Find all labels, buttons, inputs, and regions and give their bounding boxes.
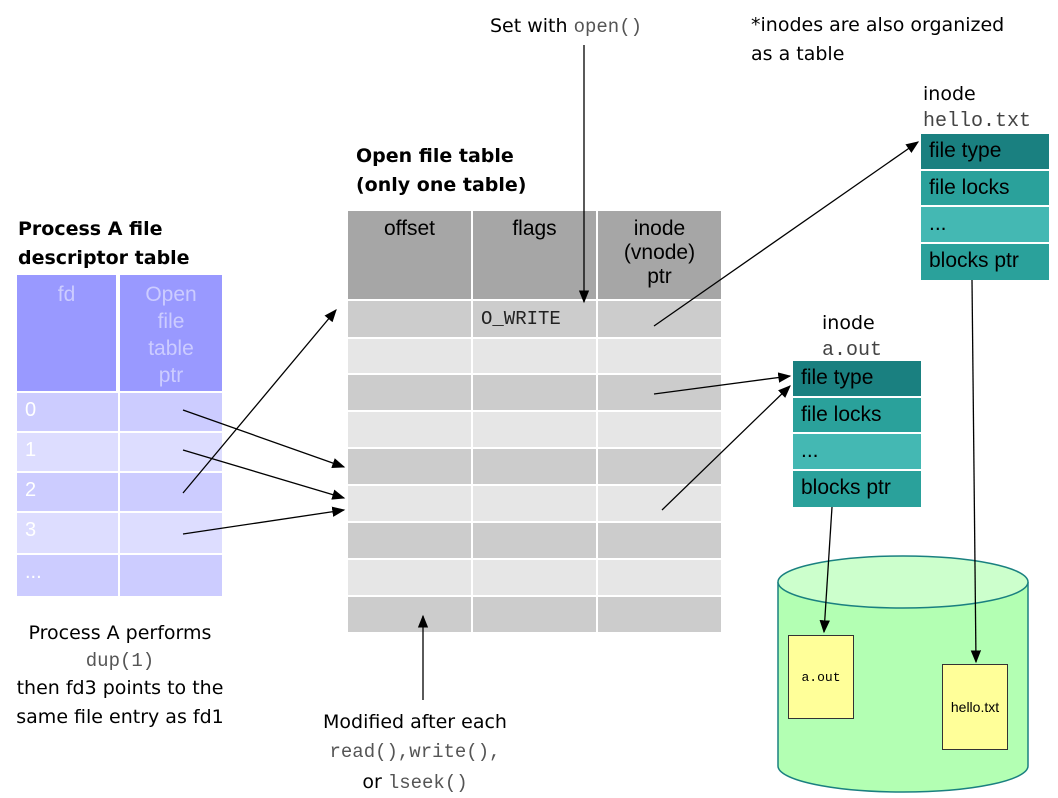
inode-hello-word: inode <box>923 83 976 105</box>
modified-note-line2: read(),write(), <box>329 741 501 763</box>
dup-note-line1: Process A performs <box>28 622 212 644</box>
inode-aout-field: ... <box>793 434 921 469</box>
open-file-table-cell <box>348 486 471 521</box>
dup-note-line4: same file entry as fd1 <box>16 706 224 728</box>
modified-note: Modified after each read(),write(), or l… <box>300 708 530 798</box>
open-file-table-cell <box>473 449 596 484</box>
dup-note-code: dup(1) <box>85 650 155 672</box>
fd-row-2: 2 <box>17 473 118 511</box>
dup-note: Process A performs dup(1) then fd3 point… <box>0 619 240 732</box>
fd-row-4: ... <box>17 555 118 596</box>
inodes-note-line2: as a table <box>751 43 845 65</box>
open-file-table-cell <box>598 339 721 373</box>
open-file-table-cell <box>348 449 471 484</box>
modified-note-line1: Modified after each <box>323 711 507 733</box>
disk-block-hello-label: hello.txt <box>950 699 1000 715</box>
fd-value: 1 <box>25 439 37 461</box>
open-file-table-cell <box>598 560 721 595</box>
modified-note-or: or <box>362 771 388 793</box>
open-file-table-cell <box>473 339 596 373</box>
fd-value: 0 <box>25 399 37 421</box>
set-with-open-note: Set with open() <box>490 12 642 42</box>
open-file-table-cell <box>598 597 721 632</box>
fd-ptr-4 <box>120 555 222 596</box>
open-file-table-cell <box>473 523 596 558</box>
modified-note-lseek: lseek() <box>387 772 468 794</box>
open-file-table-cell <box>473 375 596 410</box>
open-file-table-cell <box>473 412 596 447</box>
disk-block-hello: hello.txt <box>942 664 1008 750</box>
open-file-table-cell <box>348 412 471 447</box>
inode-hello-filename: hello.txt <box>923 110 1032 133</box>
fd-table-title: Process A file descriptor table <box>18 215 190 273</box>
open-file-table-title-line1: Open file table <box>356 145 514 167</box>
inode-hello-table: file type file locks ... blocks ptr <box>921 134 1049 280</box>
inode-aout-table: file type file locks ... blocks ptr <box>793 361 921 507</box>
fd-row-3: 3 <box>17 513 118 553</box>
open-file-table-cell <box>473 597 596 632</box>
flags-header: flags <box>473 211 596 299</box>
inodes-note-line1: *inodes are also organized <box>751 14 1005 36</box>
fd-table-title-line2: descriptor table <box>18 247 190 269</box>
inodes-table-note: *inodes are also organized as a table <box>751 11 1004 69</box>
open-file-table-cell <box>473 301 596 337</box>
fd-row-0: 0 <box>17 393 118 431</box>
inode-aout-field: file type <box>793 361 921 396</box>
inode-hello-label: inode hello.txt <box>923 80 1031 136</box>
open-file-table-cell <box>348 339 471 373</box>
inode-aout-field: blocks ptr <box>793 471 921 507</box>
inode-aout-field: file locks <box>793 398 921 432</box>
inode-hello-field: file locks <box>921 171 1049 205</box>
inode-hello-field: file type <box>921 134 1049 169</box>
disk-block-aout: a.out <box>788 635 854 719</box>
fd-header: fd <box>17 275 118 391</box>
inode-hello-field: blocks ptr <box>921 244 1049 280</box>
open-file-table-cell <box>473 560 596 595</box>
open-file-table-cell <box>348 560 471 595</box>
open-file-table-cell <box>473 486 596 521</box>
inode-hello-field: ... <box>921 207 1049 242</box>
fd-row-1: 1 <box>17 433 118 471</box>
dup-note-line3: then fd3 points to the <box>16 677 224 699</box>
fd-value: ... <box>25 561 42 583</box>
open-file-table-cell <box>348 597 471 632</box>
set-with-code: open() <box>573 16 643 38</box>
fd-value: 2 <box>25 479 37 501</box>
offset-header: offset <box>348 211 471 299</box>
open-file-table-title-line2: (only one table) <box>356 174 527 196</box>
open-file-table-cell <box>348 523 471 558</box>
open-file-table-cell <box>348 375 471 410</box>
open-file-table-title: Open file table (only one table) <box>356 142 526 200</box>
open-file-table-cell <box>348 301 471 337</box>
set-with-prefix: Set with <box>490 15 574 37</box>
fd-table-title-line1: Process A file <box>18 218 163 240</box>
fd-value: 3 <box>25 519 37 541</box>
open-file-ptr-header-text: Open file table ptr <box>145 283 197 387</box>
disk-block-aout-label: a.out <box>801 670 841 685</box>
row0-flags-value: O_WRITE <box>481 308 561 330</box>
open-file-table-cell <box>598 523 721 558</box>
inode-aout-filename: a.out <box>822 339 883 362</box>
